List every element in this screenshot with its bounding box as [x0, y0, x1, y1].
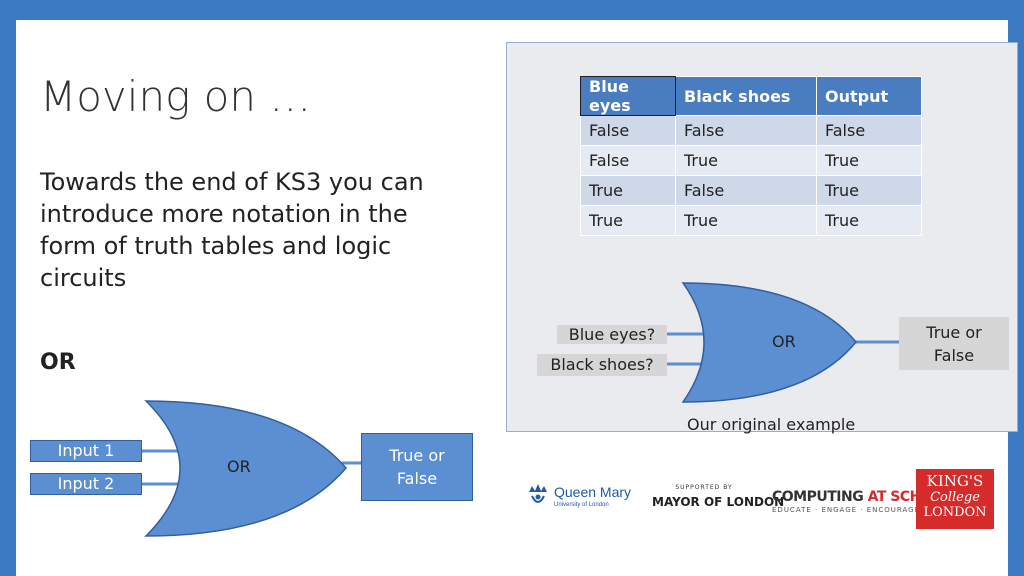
table-cell: False	[675, 115, 817, 146]
kings-college-london-logo: KING'S College LONDON	[916, 469, 994, 529]
main-output-line-1: True or	[389, 446, 445, 465]
example-input-label-2: Black shoes?	[537, 354, 667, 376]
table-cell: True	[675, 205, 817, 236]
table-cell: True	[675, 145, 817, 176]
main-or-gate-diagram: OR	[142, 400, 362, 537]
main-input-label-2: Input 2	[30, 473, 142, 495]
kcl-line-2: College	[930, 490, 980, 505]
cas-name: COMPUTING AT SCHOOL	[772, 489, 953, 505]
table-cell: True	[816, 145, 922, 176]
kcl-line-1: KING'S	[926, 472, 984, 490]
table-cell: False	[580, 115, 676, 146]
table-cell: True	[816, 205, 922, 236]
main-output-line-2: False	[396, 469, 438, 488]
example-output-line-1: True or	[926, 323, 982, 342]
table-cell: True	[580, 205, 676, 236]
cas-name-a: COMPUTING	[772, 489, 868, 505]
main-gate-label: OR	[227, 457, 251, 476]
table-cell: True	[816, 175, 922, 206]
example-input-label-1: Blue eyes?	[557, 325, 667, 344]
mol-supported-by: SUPPORTED BY	[675, 484, 733, 491]
example-output-box: True or False	[899, 317, 1009, 370]
computing-at-school-logo: COMPUTING AT SCHOOL EDUCATE · ENGAGE · E…	[772, 489, 953, 521]
cas-tagline: EDUCATE · ENGAGE · ENCOURAGE	[772, 506, 920, 514]
example-or-gate-shape	[681, 282, 857, 403]
mayor-of-london-logo: SUPPORTED BY MAYOR OF LONDON	[652, 484, 785, 516]
example-or-gate-diagram: OR	[667, 282, 899, 403]
crown-icon	[529, 484, 547, 503]
truth-table-header: Blue eyes	[580, 76, 676, 116]
mol-name: MAYOR OF LONDON	[652, 495, 785, 509]
main-or-gate-shape	[144, 400, 347, 537]
table-cell: True	[580, 175, 676, 206]
table-row: True False True	[580, 175, 922, 206]
truth-table-header: Black shoes	[675, 76, 817, 116]
example-gate-label: OR	[772, 332, 796, 351]
table-row: True True True	[580, 205, 922, 236]
table-cell: False	[675, 175, 817, 206]
queen-mary-logo: Queen Mary University of London	[526, 482, 636, 514]
slide-body-text: Towards the end of KS3 you can introduce…	[40, 168, 424, 292]
kcl-line-3: LONDON	[923, 505, 987, 520]
table-row: False False False	[580, 115, 922, 146]
table-cell: False	[580, 145, 676, 176]
main-output-box: True or False	[361, 433, 473, 501]
or-heading: OR	[40, 350, 76, 375]
example-output-line-2: False	[933, 346, 975, 365]
truth-table-header: Output	[816, 76, 922, 116]
main-input-label-1: Input 1	[30, 440, 142, 462]
truth-table: Blue eyes Black shoes Output False False…	[580, 76, 922, 236]
truth-table-header-row: Blue eyes Black shoes Output	[580, 76, 922, 116]
table-cell: False	[816, 115, 922, 146]
qm-sub: University of London	[554, 502, 609, 508]
slide: Moving on … Towards the end of KS3 you c…	[16, 20, 1018, 576]
example-caption: Our original example	[687, 415, 856, 434]
example-panel: Blue eyes Black shoes Output False False…	[506, 42, 1018, 434]
qm-name: Queen Mary	[554, 484, 632, 500]
table-row: False True True	[580, 145, 922, 176]
slide-title: Moving on …	[40, 72, 312, 121]
